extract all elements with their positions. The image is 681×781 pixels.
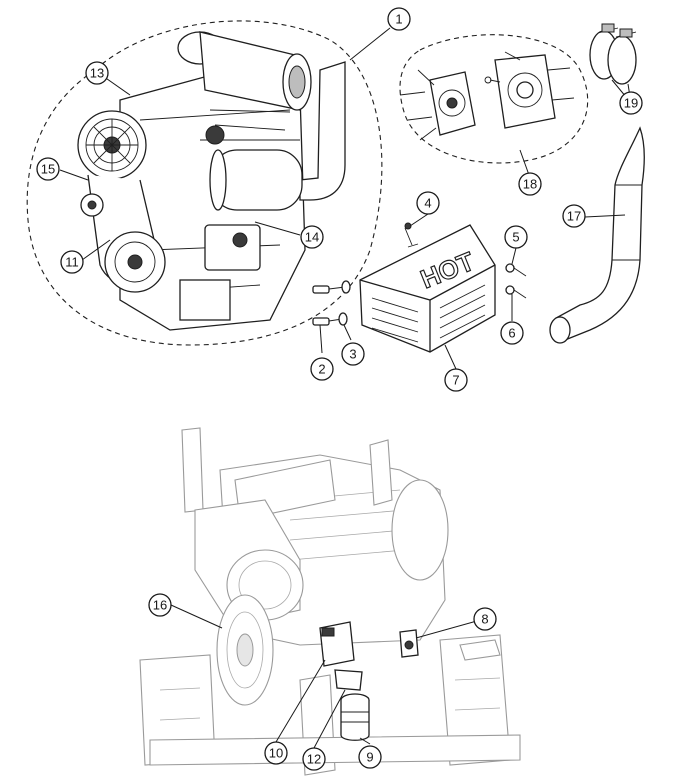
machine-frame-ghost (139, 427, 521, 776)
hose-clamps (589, 23, 637, 85)
callout-3: 3 (341, 342, 365, 366)
callout-10: 10 (264, 741, 288, 765)
svg-text:9: 9 (366, 750, 373, 765)
callout-15: 15 (36, 157, 60, 181)
svg-text:17: 17 (567, 209, 581, 224)
fuel-system-parts (319, 621, 419, 741)
svg-text:5: 5 (512, 230, 519, 245)
callout-9: 9 (358, 745, 382, 769)
heat-shield: HOT (359, 224, 496, 353)
callout-16: 16 (148, 593, 172, 617)
shield-hardware (312, 222, 527, 326)
svg-text:8: 8 (481, 612, 488, 627)
svg-text:2: 2 (318, 362, 325, 377)
crank-pulley (104, 231, 166, 293)
callout-11: 11 (60, 250, 84, 274)
callout-2: 2 (310, 357, 334, 381)
svg-text:3: 3 (349, 347, 356, 362)
callout-7: 7 (444, 368, 468, 392)
callout-1: 1 (387, 7, 411, 31)
svg-text:14: 14 (305, 230, 319, 245)
engine-group-boundary (26, 20, 383, 346)
callout-19: 19 (619, 91, 643, 115)
svg-text:19: 19 (624, 96, 638, 111)
callout-12: 12 (302, 747, 326, 771)
exhaust-tail-pipe (549, 126, 646, 344)
gasket-group-boundary (399, 34, 589, 164)
svg-text:15: 15 (41, 162, 55, 177)
callout-18: 18 (518, 172, 542, 196)
svg-text:12: 12 (307, 752, 321, 767)
svg-text:7: 7 (452, 373, 459, 388)
svg-text:16: 16 (153, 598, 167, 613)
callout-5: 5 (504, 225, 528, 249)
callout-13: 13 (85, 61, 109, 85)
engine-assembly (26, 20, 383, 346)
callout-4: 4 (416, 191, 440, 215)
callout-8: 8 (473, 607, 497, 631)
svg-text:18: 18 (523, 177, 537, 192)
svg-text:1: 1 (395, 12, 402, 27)
callout-6: 6 (500, 321, 524, 345)
flange-gasket-kit (399, 34, 589, 164)
svg-text:10: 10 (269, 746, 283, 761)
callout-17: 17 (562, 204, 586, 228)
callout-14: 14 (300, 225, 324, 249)
svg-text:6: 6 (508, 326, 515, 341)
cooling-fan (77, 110, 147, 180)
svg-text:13: 13 (90, 66, 104, 81)
svg-text:4: 4 (424, 196, 431, 211)
svg-text:11: 11 (65, 255, 79, 270)
